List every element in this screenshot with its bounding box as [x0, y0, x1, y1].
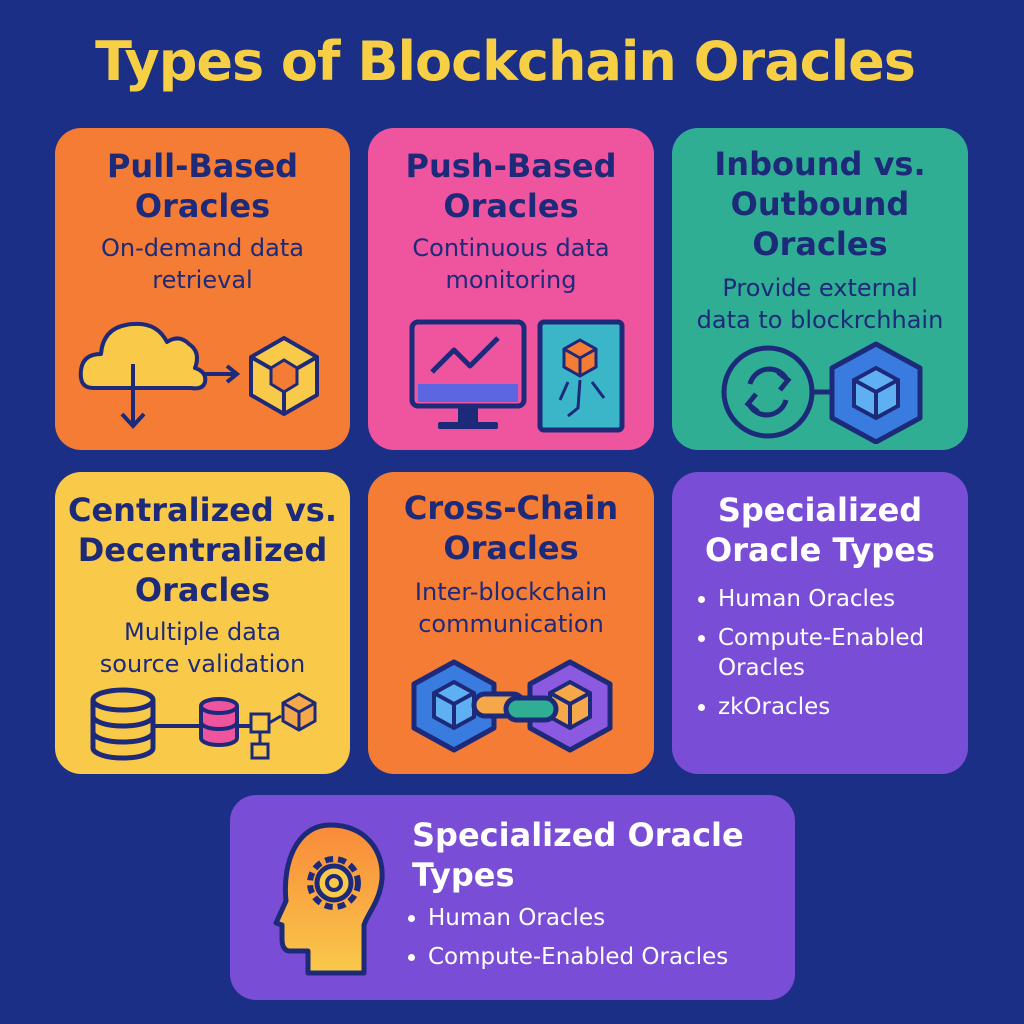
card-title-line: Cross-Chain — [403, 489, 619, 527]
card-subtitle-line: Continuous data — [412, 234, 610, 262]
database-network-icon — [90, 687, 317, 761]
card-subtitle: Continuous data monitoring — [368, 232, 654, 296]
card-title: Centralized vs. Decentralized Oracles — [55, 490, 350, 610]
sync-cube-icon — [721, 341, 923, 444]
monitor-chart-icon — [409, 319, 625, 433]
card-title-line: Types — [412, 856, 515, 894]
page-title: Types of Blockchain Oracles — [95, 30, 916, 93]
cloud-download-icon — [78, 321, 319, 429]
card-title: Specialized Oracle Types — [412, 815, 744, 895]
list-item: zkOracles — [696, 692, 956, 722]
card-inbound-outbound-oracles: Inbound vs. Outbound Oracles Provide ext… — [672, 128, 968, 450]
card-title-line: Pull-Based — [106, 147, 299, 185]
card-title-line: Oracle Types — [705, 531, 935, 569]
linked-cubes-icon — [411, 659, 613, 753]
oracle-type-list: Human Oracles Compute-Enabled Oracles zk… — [696, 584, 956, 731]
card-subtitle: Multiple data source validation — [55, 616, 350, 680]
card-title-line: Decentralized — [77, 531, 328, 569]
card-subtitle: On-demand data retrieval — [55, 232, 350, 296]
card-title: Inbound vs. Outbound Oracles — [672, 144, 968, 264]
card-title-line: Oracles — [752, 225, 888, 263]
card-centralized-decentralized-oracles: Centralized vs. Decentralized Oracles Mu… — [55, 472, 350, 774]
list-item: Compute-Enabled Oracles — [696, 623, 956, 683]
card-cross-chain-oracles: Cross-Chain Oracles Inter-blockchain com… — [368, 472, 654, 774]
list-item: Human Oracles — [696, 584, 956, 614]
card-subtitle-line: monitoring — [445, 266, 577, 294]
card-subtitle-line: On-demand data — [101, 234, 304, 262]
card-title-line: Push-Based — [405, 147, 617, 185]
card-title-line: Centralized vs. — [67, 491, 337, 529]
card-title-line: Oracles — [443, 529, 579, 567]
head-gear-icon — [273, 822, 385, 976]
card-title-line: Specialized — [717, 491, 923, 529]
card-title: Specialized Oracle Types — [672, 490, 968, 570]
card-title-line: Inbound vs. — [714, 145, 926, 183]
card-subtitle-line: data to blockrchhain — [696, 306, 944, 334]
card-title-line: Oracles — [134, 187, 271, 225]
card-specialized-oracle-types-bottom: Specialized Oracle Types Human Oracles C… — [230, 795, 795, 1000]
card-specialized-oracle-types: Specialized Oracle Types Human Oracles C… — [672, 472, 968, 774]
card-push-based-oracles: Push-Based Oracles Continuous data monit… — [368, 128, 654, 450]
list-item: Compute-Enabled Oracles — [406, 942, 776, 972]
card-subtitle-line: Inter-blockchain — [414, 578, 608, 606]
list-item: Human Oracles — [406, 903, 776, 933]
card-subtitle-line: Provide external — [722, 274, 918, 302]
card-title-line: Oracles — [443, 187, 579, 225]
card-pull-based-oracles: Pull-Based Oracles On-demand data retrie… — [55, 128, 350, 450]
card-title-line: Oracles — [134, 571, 271, 609]
card-title-line: Specialized Oracle — [412, 816, 744, 854]
card-title: Cross-Chain Oracles — [368, 488, 654, 568]
card-subtitle: Provide external data to blockrchhain — [672, 272, 968, 336]
oracle-type-list: Human Oracles Compute-Enabled Oracles — [406, 903, 776, 981]
card-subtitle-line: retrieval — [152, 266, 253, 294]
card-subtitle-line: Multiple data — [123, 618, 282, 646]
card-title: Pull-Based Oracles — [55, 146, 350, 226]
card-subtitle-line: communication — [418, 610, 604, 638]
card-subtitle: Inter-blockchain communication — [368, 576, 654, 640]
card-title: Push-Based Oracles — [368, 146, 654, 226]
card-subtitle-line: source validation — [99, 650, 306, 678]
card-title-line: Outbound — [730, 185, 910, 223]
